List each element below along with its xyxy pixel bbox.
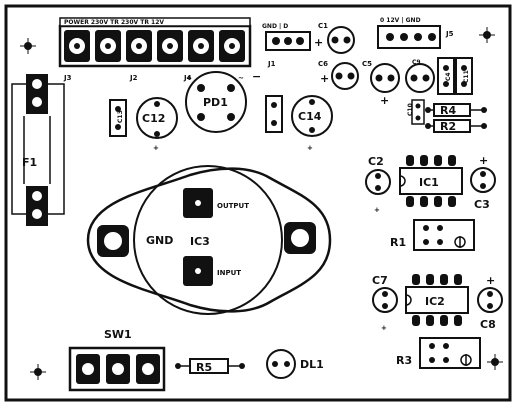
label-c7: C7 bbox=[372, 274, 388, 287]
plus-c7: + bbox=[381, 324, 387, 332]
capacitor-c2 bbox=[365, 169, 391, 195]
label-c12: C12 bbox=[142, 112, 165, 125]
minus-pd1: − bbox=[252, 70, 261, 83]
plus-c6: + bbox=[320, 72, 329, 85]
label-c11: C11 bbox=[463, 70, 470, 83]
plus-c12: + bbox=[153, 144, 159, 152]
mounting-hole-top-right bbox=[479, 27, 495, 43]
label-c6: C6 bbox=[318, 60, 328, 68]
capacitor-c4 bbox=[437, 57, 455, 95]
capacitor-c12 bbox=[136, 97, 178, 139]
header-j5 bbox=[377, 25, 441, 49]
capacitor-c14 bbox=[291, 95, 333, 137]
label-r2: R2 bbox=[440, 120, 456, 133]
label-j1: J1 bbox=[267, 60, 276, 68]
label-r5: R5 bbox=[196, 361, 212, 374]
label-c9: C9 bbox=[412, 59, 421, 66]
capacitor-c13 bbox=[109, 99, 127, 137]
mounting-hole-top-left bbox=[20, 38, 36, 54]
plus-c14: + bbox=[307, 144, 313, 152]
label-j3: J3 bbox=[63, 74, 72, 82]
capacitor-c10 bbox=[411, 99, 425, 125]
regulator-ic3-to3 bbox=[86, 165, 332, 315]
led-dl1 bbox=[266, 349, 296, 379]
plus-c3: + bbox=[479, 154, 488, 167]
plus-c2: + bbox=[374, 206, 380, 214]
label-dl1: DL1 bbox=[300, 358, 324, 371]
capacitor-c8 bbox=[477, 287, 503, 313]
label-sw1: SW1 bbox=[104, 328, 132, 341]
capacitor-c7 bbox=[372, 287, 398, 313]
label-c5: C5 bbox=[362, 60, 372, 68]
resistor-r2 bbox=[425, 119, 487, 133]
label-j5: J5 bbox=[445, 30, 454, 38]
label-j1-pins: GND | D bbox=[262, 23, 288, 30]
label-r1: R1 bbox=[390, 236, 406, 249]
mounting-hole-bottom-right bbox=[487, 354, 503, 370]
label-j2: J2 bbox=[129, 74, 138, 82]
label-c3: C3 bbox=[474, 198, 490, 211]
label-gnd: GND bbox=[146, 234, 173, 247]
ic1-dip8 bbox=[399, 155, 463, 207]
label-tilde: ~ bbox=[238, 74, 244, 82]
label-pd1: PD1 bbox=[203, 96, 228, 109]
label-c1: C1 bbox=[318, 22, 328, 30]
capacitor-c3 bbox=[470, 167, 496, 193]
label-output: OUTPUT bbox=[217, 202, 249, 210]
plus-c8: + bbox=[486, 274, 495, 287]
trimmer-r3 bbox=[419, 337, 481, 369]
label-c13: C13 bbox=[117, 110, 124, 123]
bridge-rectifier-pd1 bbox=[185, 71, 247, 133]
ic2-dip8 bbox=[405, 274, 469, 326]
label-c2: C2 bbox=[368, 155, 384, 168]
capacitor-c9 bbox=[405, 63, 435, 93]
label-j5-pins: 0 12V | GND bbox=[380, 17, 421, 24]
label-f1: F1 bbox=[22, 156, 37, 169]
label-input: INPUT bbox=[217, 269, 241, 277]
capacitor-c1 bbox=[327, 26, 355, 54]
plus-c1: + bbox=[314, 36, 323, 49]
label-r3: R3 bbox=[396, 354, 412, 367]
label-ic2: IC2 bbox=[425, 295, 445, 308]
header-j1 bbox=[265, 31, 311, 51]
label-ic3: IC3 bbox=[190, 235, 210, 248]
fuse-holder-f1 bbox=[11, 74, 65, 226]
capacitor-c5 bbox=[370, 63, 400, 93]
terminal-block-j2-j3-j4 bbox=[58, 17, 252, 68]
plus-pd1: + bbox=[186, 74, 192, 82]
capacitor-c6 bbox=[331, 62, 359, 90]
resistor-r4 bbox=[425, 103, 487, 117]
label-c14: C14 bbox=[298, 110, 322, 123]
capacitor-c15-small bbox=[265, 95, 283, 133]
label-c8: C8 bbox=[480, 318, 496, 331]
terminal-top-label: POWER 230V TR 230V TR 12V bbox=[64, 19, 164, 26]
resistor-r5 bbox=[175, 358, 245, 374]
capacitor-c11 bbox=[455, 57, 473, 95]
plus-c5: + bbox=[380, 94, 389, 107]
switch-sw1 bbox=[68, 346, 166, 392]
mounting-hole-bottom-left bbox=[30, 364, 46, 380]
label-c10: C10 bbox=[407, 103, 414, 116]
label-ic1: IC1 bbox=[419, 176, 439, 189]
label-c4: C4 bbox=[445, 72, 452, 81]
label-j4: J4 bbox=[183, 74, 192, 82]
label-r4: R4 bbox=[440, 104, 456, 117]
trimmer-r1 bbox=[413, 219, 475, 251]
